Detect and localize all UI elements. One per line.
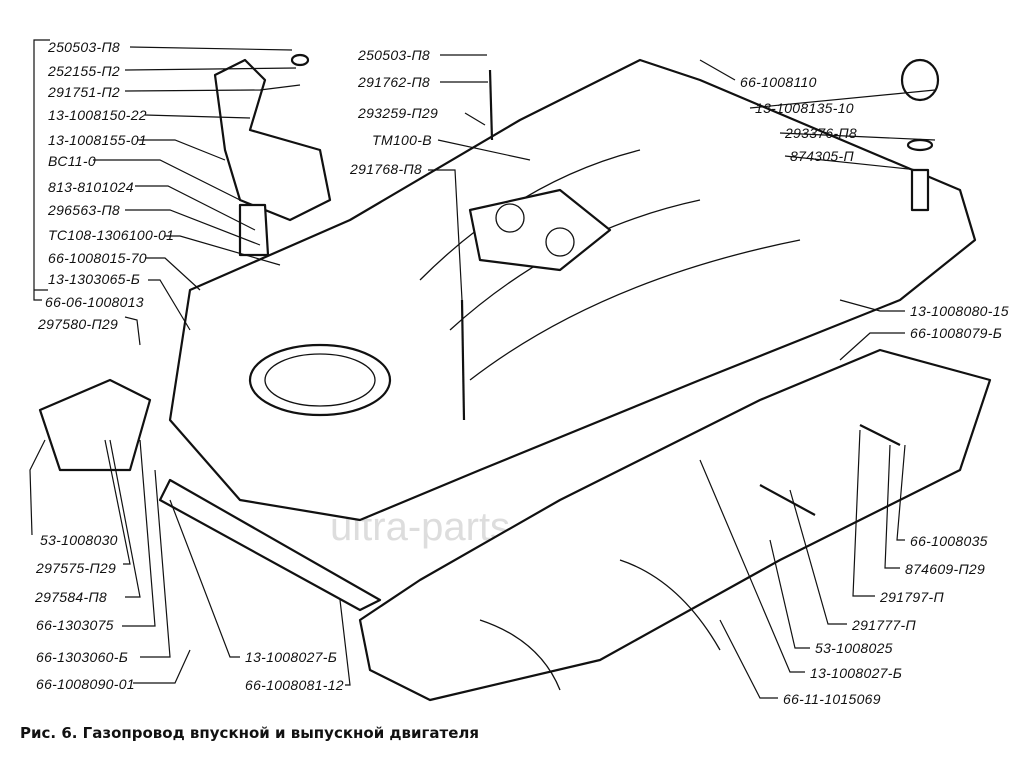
label-part: 297575-П29 <box>35 560 116 576</box>
label-part: 291751-П2 <box>47 84 120 100</box>
intake-manifold <box>168 58 977 522</box>
label-part: 66-1008081-12 <box>245 677 344 693</box>
label-part: 291797-П <box>879 589 944 605</box>
label-part: 297580-П29 <box>37 316 118 332</box>
label-part: 813-8101024 <box>48 179 134 195</box>
label-part: 66-1008110 <box>740 74 817 90</box>
figure-caption: Рис. 6. Газопровод впускной и выпускной … <box>20 724 479 742</box>
label-part: 874609-П29 <box>905 561 985 577</box>
label-part: 66-06-1008013 <box>45 294 144 310</box>
thermostat-housing <box>213 53 332 257</box>
label-part: 13-1008080-15 <box>910 303 1009 319</box>
label-part: 53-1008025 <box>815 640 893 656</box>
label-part: 250503-П8 <box>357 47 430 63</box>
label-part: 293376-П8 <box>784 125 857 141</box>
label-part: 13-1008027-Б <box>245 649 337 665</box>
label-part: ТМ100-В <box>372 132 432 148</box>
eye-bolt <box>900 58 940 212</box>
label-part: 66-1303075 <box>36 617 114 633</box>
label-part: ТС108-1306100-01 <box>48 227 174 243</box>
label-part: 13-1008150-22 <box>48 107 147 123</box>
label-part: 293259-П29 <box>357 105 438 121</box>
label-part: 66-1008090-01 <box>36 676 135 692</box>
studs-and-bolts <box>38 69 901 612</box>
label-part: 297584-П8 <box>34 589 107 605</box>
label-part: 252155-П2 <box>47 63 120 79</box>
label-part: 13-1008027-Б <box>810 665 902 681</box>
label-part: ВС11-0 <box>48 153 96 169</box>
label-part: 66-1008035 <box>910 533 988 549</box>
label-part: 291777-П <box>851 617 916 633</box>
label-part: 66-1008079-Б <box>910 325 1002 341</box>
label-part: 66-11-1015069 <box>783 691 881 707</box>
label-part: 291762-П8 <box>357 74 430 90</box>
label-part: 13-1303065-Б <box>48 271 140 287</box>
label-part: 53-1008030 <box>40 532 118 548</box>
label-part: 13-1008135-10 <box>755 100 854 116</box>
label-part: 66-1008015-70 <box>48 250 147 266</box>
label-part: 291768-П8 <box>349 161 422 177</box>
label-part: 296563-П8 <box>47 202 120 218</box>
label-part: 874305-П <box>790 148 854 164</box>
label-part: 250503-П8 <box>47 39 120 55</box>
part-labels: 250503-П8 252155-П2 291751-П2 13-1008150… <box>34 39 1009 707</box>
exhaust-manifold <box>358 348 992 702</box>
label-part: 66-1303060-Б <box>36 649 128 665</box>
leader-lines <box>29 46 936 699</box>
label-part: 13-1008155-01 <box>48 132 147 148</box>
